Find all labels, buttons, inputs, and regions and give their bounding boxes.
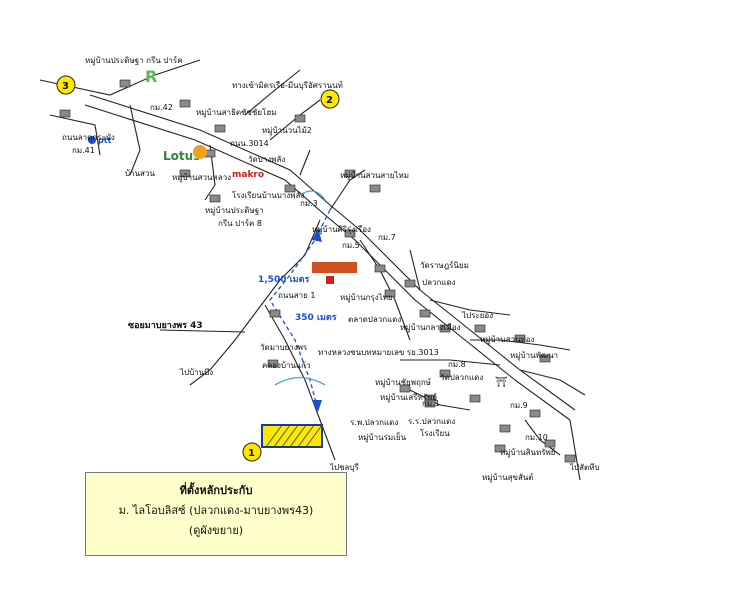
label-km-7: กม.7 bbox=[378, 233, 396, 242]
lotus-logo: Lotus bbox=[163, 149, 200, 163]
river-2 bbox=[299, 190, 326, 201]
makro-logo: makro bbox=[232, 170, 264, 180]
label-mu-ban-pradit: หมู่บ้านประดิษฐา bbox=[205, 206, 264, 216]
landmark-small-icon bbox=[326, 276, 334, 284]
route-arrow-icon bbox=[312, 228, 322, 242]
main-highway bbox=[84, 94, 576, 421]
marker-1-label: 1 bbox=[248, 448, 255, 459]
label-to-chonburi: ไปชลบุรี bbox=[329, 463, 360, 472]
label-mu-ban-sin: หมู่บ้านสินทรัพย์ bbox=[500, 447, 555, 458]
marker-2[interactable]: 2 bbox=[320, 89, 340, 109]
label-bang-ban: บ้านสวน bbox=[125, 169, 155, 178]
label-distance-350: 350 เมตร bbox=[295, 313, 337, 323]
label-pla-kaeng: ปลวกแดง bbox=[422, 278, 456, 287]
label-wat-noi: วัดราษฎร์นิยม bbox=[420, 260, 469, 270]
info-box: ที่ตั้งหลักประกับ ม. ไลโอบลิสซ์ (ปลวกแดง… bbox=[85, 472, 347, 556]
ptt-logo-icon bbox=[88, 136, 96, 144]
label-school-sign: โรงเรียน bbox=[420, 428, 450, 438]
label-lat-krabang-soi: ถนนลาดกระบัง bbox=[62, 133, 115, 142]
label-mu-ban-rom: หมู่บ้านร่มเย็น bbox=[358, 432, 407, 443]
label-soi-43: ซอยมาบยางพร 43 bbox=[128, 321, 203, 331]
label-km-10: กม.10 bbox=[525, 433, 548, 442]
label-mu-ban-chai-2: หมู่บ้านวนไม้2 bbox=[262, 126, 312, 136]
label-km-5: กม.5 bbox=[342, 241, 360, 250]
green-park-logo: R bbox=[145, 67, 157, 86]
label-hospital: ร.พ.ปลวกแดง bbox=[350, 418, 398, 427]
label-mu-ban-suan-2: หมู่บ้านสวนทอง bbox=[480, 335, 535, 345]
label-distance-1500: 1,500 เมตร bbox=[258, 275, 309, 285]
building-icons bbox=[59, 79, 576, 463]
label-km-41: กม.41 bbox=[72, 146, 95, 155]
label-km-8: กม.8 bbox=[448, 360, 466, 369]
label-mu-ban-sathit: หมู่บ้านสาธิตชัชชัยโฮม bbox=[196, 107, 276, 118]
label-mu-ban-pruksa-green: หมู่บ้านประดิษฐา กรีน ปาร์ค bbox=[85, 55, 183, 66]
marker-3-label: 3 bbox=[62, 81, 69, 92]
label-klong-kaew: คลองบ้านแก้ว bbox=[262, 361, 311, 370]
label-to-sattahip: ไปสัตหีบ bbox=[569, 463, 600, 472]
temple-icon: ⛩ bbox=[495, 376, 508, 388]
marker-1[interactable]: 1 bbox=[242, 442, 262, 462]
label-km-1: กม.1 bbox=[422, 399, 440, 408]
route-path bbox=[269, 209, 331, 411]
project-plot[interactable] bbox=[261, 424, 323, 448]
label-wat-pla-kaeng: วัดปลวกแดง bbox=[440, 373, 483, 382]
route-arrow-icon bbox=[312, 400, 322, 412]
label-mu-ban-suay: หมู่บ้านเสรีทรัพย์ bbox=[380, 392, 437, 403]
label-mu-ban-chai: หมู่บ้านชัยพฤกษ์ bbox=[375, 377, 431, 388]
label-hua-bong: ไปบ้านบึง bbox=[179, 368, 213, 377]
label-wat-nam: วัดมาบยางพร bbox=[260, 343, 308, 352]
river bbox=[274, 376, 326, 386]
label-road-3014: ถนน.3014 bbox=[230, 139, 269, 148]
label-green-park-8: กรีน ปาร์ค 8 bbox=[218, 218, 262, 228]
label-pla-kaeng-2: ตลาดปลวกแดง bbox=[348, 315, 401, 324]
label-mu-ban-suan: หมู่บ้านสวนหลวง bbox=[172, 173, 231, 183]
label-mu-ban-pattana: หมู่บ้านพัฒนา bbox=[510, 351, 558, 361]
ptt-label: ptt bbox=[98, 136, 112, 145]
plot-hatch bbox=[265, 424, 323, 448]
label-mu-ban-sirin: หมู่บ้านศิริรุ่งเรือง bbox=[312, 225, 371, 235]
info-box-title: ที่ตั้งหลักประกับ bbox=[179, 484, 253, 497]
label-mu-ban-suk: หมู่บ้านสุขสันต์ bbox=[482, 472, 533, 483]
label-mu-ban-klang: หมู่บ้านกลางเมือง bbox=[400, 323, 461, 333]
landmark-sign bbox=[312, 262, 357, 273]
label-soi-sign: ถนนสาย 1 bbox=[278, 291, 315, 300]
marker-2-label: 2 bbox=[326, 95, 333, 106]
label-school-ban-suan: โรงเรียนบ้านบางพลัง bbox=[232, 190, 304, 200]
label-thai-airport-road: ทางเข้ามิตรเรือ-มีนบุรีอัศรานนท์ bbox=[232, 80, 343, 90]
info-box-subtitle: ม. ไลโอบลิสซ์ (ปลวกแดง-มาบยางพร43) bbox=[118, 504, 314, 517]
label-km-3: กม.3 bbox=[300, 199, 318, 208]
secondary-roads bbox=[39, 59, 586, 481]
label-rong-rian-pla: ร.ร.ปลวกแดง bbox=[408, 417, 455, 426]
marker-3[interactable]: 3 bbox=[56, 75, 76, 95]
lotus-badge-icon bbox=[193, 145, 207, 159]
label-km-9: กม.9 bbox=[510, 401, 528, 410]
label-wat-sapan: วัดบางพลัง bbox=[248, 155, 285, 164]
label-km-42: กม.42 bbox=[150, 103, 173, 112]
info-box-note: (ดูผังขยาย) bbox=[188, 524, 244, 537]
label-mu-ban-suan-sai: หมู่บ้านสวนสายไหม bbox=[340, 171, 409, 181]
label-to-rayong: ไประยอง bbox=[461, 311, 493, 320]
label-mu-ban-krung: หมู่บ้านกรุงไทย bbox=[340, 293, 393, 303]
label-road-3013: ทางหลวงชนบทหมายเลข รย.3013 bbox=[318, 348, 439, 357]
